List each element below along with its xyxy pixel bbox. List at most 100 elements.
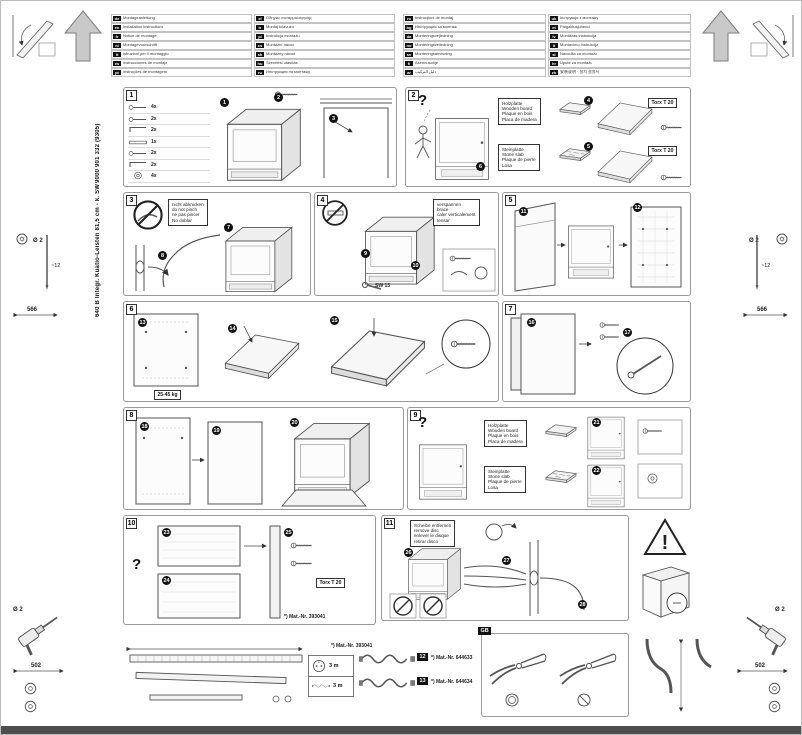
drill-diameter-label: Ø 2 xyxy=(749,238,759,244)
warning-panel: ! xyxy=(633,517,697,625)
do-not-pinch-note: nicht abknicken do not pinch ne pas pinc… xyxy=(168,199,208,226)
step-marker: 10 xyxy=(411,261,420,270)
language-code-tag: tr xyxy=(256,25,264,30)
gb-clamp-box xyxy=(481,633,629,717)
step-marker: 25 xyxy=(284,528,293,537)
legend-title: Navodila za montažo xyxy=(560,52,598,56)
brace-note: verspannen brace caler verticalement ten… xyxy=(433,199,480,226)
note-line: enlever le disque xyxy=(414,533,449,539)
step-2-diagram xyxy=(414,102,683,184)
wooden-board-note: Holzplatte Wooden board Plaque en bois P… xyxy=(484,420,527,447)
language-code-tag: ar xyxy=(405,70,413,75)
step-4-box: 4 verspannen brace caler verticalement t… xyxy=(314,192,499,296)
cord-length-label: 3 m xyxy=(329,662,339,669)
step-marker: 13 xyxy=(138,318,147,327)
plug-icon xyxy=(312,659,326,672)
step-marker: 3 xyxy=(329,114,338,123)
drill-diameter-label: Ø 2 xyxy=(13,607,23,613)
language-code-tag: pl xyxy=(256,34,264,39)
spacing-label: 566 xyxy=(757,307,768,313)
step-marker: 6 xyxy=(476,162,485,171)
pilot-drill-diagram-right: Ø 2 ~12 566 xyxy=(743,233,788,318)
hose-length-cell: 3 m xyxy=(309,677,353,697)
step-number: 3 xyxy=(126,195,137,206)
language-code-tag: sl xyxy=(550,52,558,57)
water-connection-diagram xyxy=(645,638,712,712)
trim-strip-diagram xyxy=(126,646,303,703)
part-count: 4x xyxy=(151,173,157,180)
arrow-up-icon xyxy=(63,10,103,62)
part-count: 2x xyxy=(151,127,157,134)
step-marker: 22 xyxy=(592,466,601,475)
warning-triangle-icon: ! xyxy=(643,518,687,555)
step-number: 7 xyxy=(505,304,516,315)
step-marker: 15 xyxy=(330,316,339,325)
step-5-box: 5 11 12 xyxy=(502,192,691,296)
gb-tag: GB xyxy=(478,627,492,635)
note-line: Placa de madera xyxy=(502,116,537,122)
part-count: 2x xyxy=(151,161,157,168)
screw-icon xyxy=(128,110,148,128)
step-marker: 23 xyxy=(162,528,171,537)
remove-disc-note: Scheibe entfernen remove disc enlever le… xyxy=(410,520,456,547)
note-line: do not pinch xyxy=(172,206,198,212)
power-cord-cell: 3 m xyxy=(309,656,353,677)
step-number: 6 xyxy=(126,304,137,315)
step-6-box: 6 25-45 kg 13 14 15 xyxy=(123,301,499,402)
torx-label: Torx T 20 xyxy=(648,146,677,156)
step-number: 2 xyxy=(408,90,419,101)
part-13-tag: 13 xyxy=(417,677,429,685)
hose-length-label: 3 m xyxy=(333,683,343,690)
note-line: Losa xyxy=(488,484,498,490)
note-line: ne pas pincer xyxy=(172,212,200,218)
unpacking-diagram-top-right xyxy=(750,15,794,59)
part-item: 4x xyxy=(128,171,210,183)
step-10-diagram xyxy=(157,525,313,619)
step-3-diagram xyxy=(133,200,293,293)
step-marker: 27 xyxy=(502,556,511,565)
legend-title: Montavimo instrukcija xyxy=(560,43,599,47)
legend-title: Instrukcja montażu xyxy=(266,34,300,38)
bottom-bar xyxy=(1,726,801,734)
step-marker: 5 xyxy=(584,142,593,151)
part-12-tag: 12 xyxy=(417,653,429,661)
part-item: 2x xyxy=(128,114,210,125)
material-number-label: *) Mat.-Nr. 393041 xyxy=(284,614,326,620)
step-8-diagram xyxy=(135,417,370,507)
wooden-board-note: Holzplatte Wooden board Plaque en bois P… xyxy=(498,98,541,125)
legend-title: Monteringsanvisning xyxy=(415,52,452,56)
note-line: Holzplatte xyxy=(502,100,523,106)
legend-title: Montážní návod xyxy=(266,43,295,47)
spine-order-number: 9000 901 332 (9305) xyxy=(95,123,101,183)
language-code-tag: et xyxy=(550,25,558,30)
note-line: Wooden board xyxy=(502,105,533,111)
legend-title: Instrucţiuni de montaj xyxy=(415,16,454,20)
spine-model: 640 B Integr. Kuatio-Leisten 81,5 cm - k… xyxy=(95,183,101,317)
bracket-icon xyxy=(128,156,148,174)
legend-title: دليل التركيب xyxy=(415,70,437,74)
language-code-tag: uk xyxy=(550,16,558,21)
step-marker: 12 xyxy=(633,203,642,212)
legend-title: Инструкция по монтажу xyxy=(266,70,311,74)
step-marker: 11 xyxy=(519,207,528,216)
legend-title: Istruzioni per il montaggio xyxy=(123,52,169,56)
legend-title: Upute za montažu xyxy=(560,61,593,65)
language-code-tag: no xyxy=(405,43,413,48)
legend-title: Οδηγίες συναρμολόγησης xyxy=(266,16,312,20)
